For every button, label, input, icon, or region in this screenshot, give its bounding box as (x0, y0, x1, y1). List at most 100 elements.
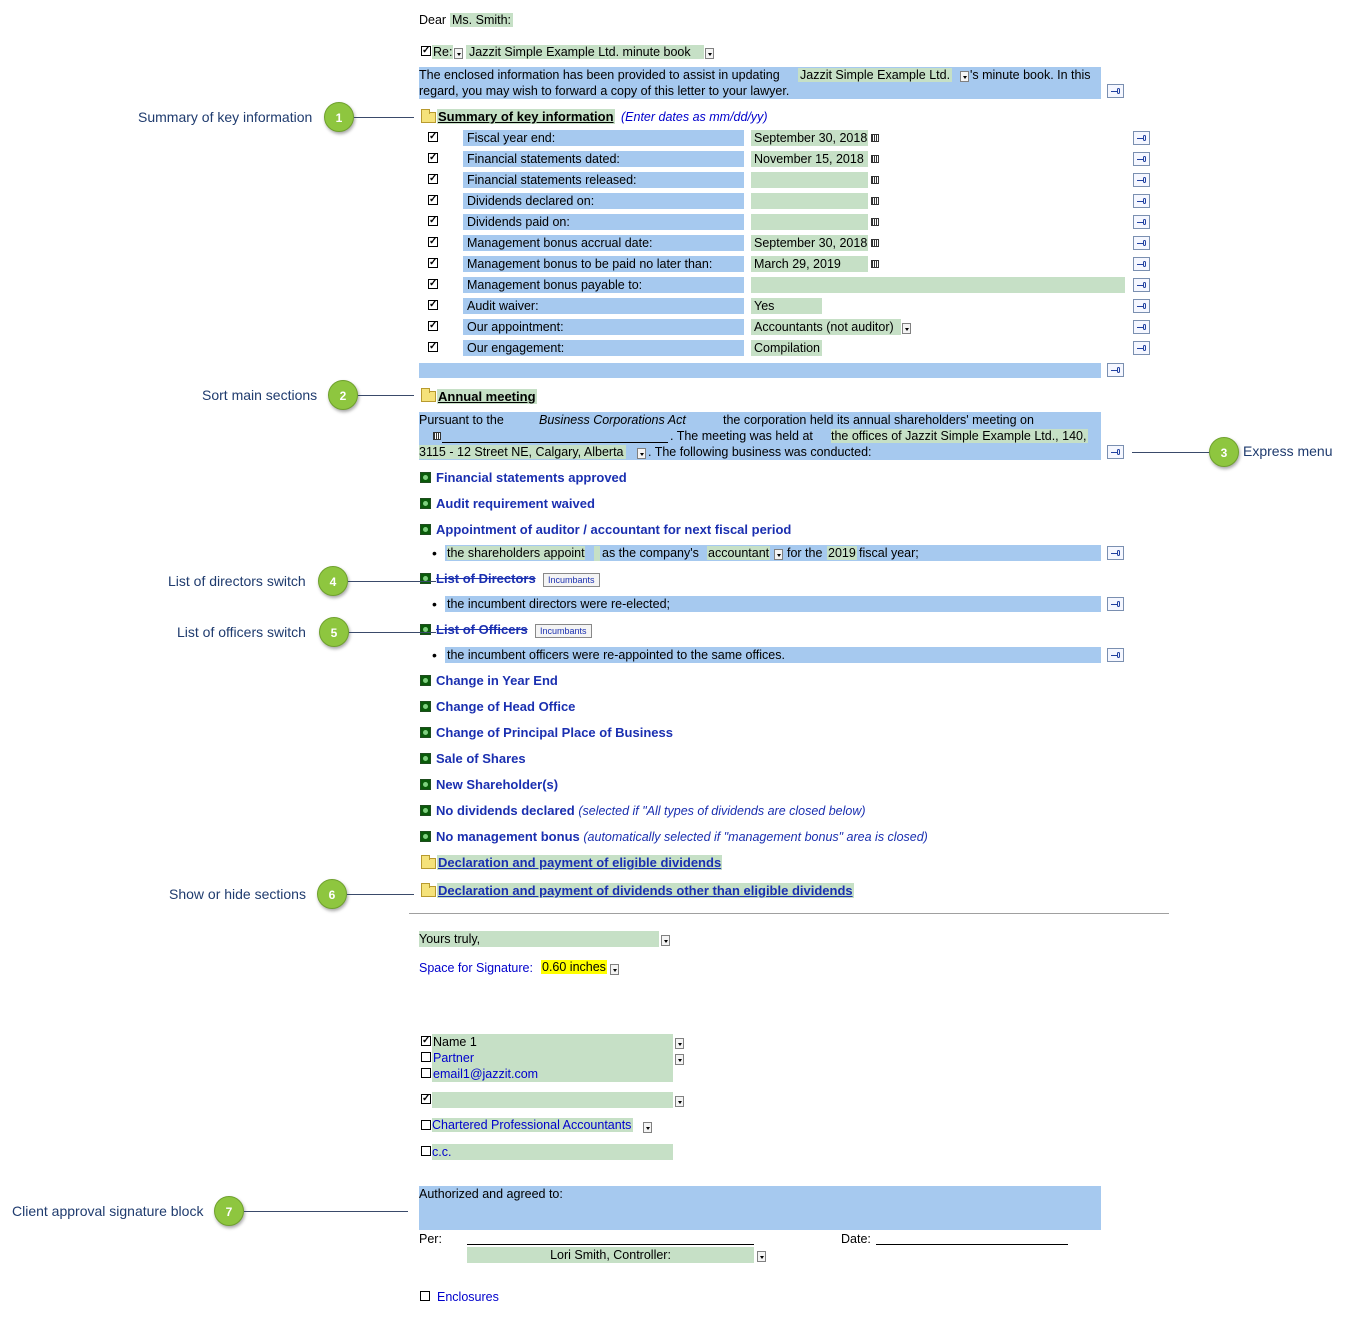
express-menu-icon[interactable] (1133, 194, 1150, 208)
appoint-firm-field[interactable] (594, 546, 600, 561)
extra-field[interactable] (432, 1092, 673, 1108)
firm-checkbox[interactable] (421, 1120, 431, 1130)
folder-icon[interactable] (421, 388, 436, 402)
section-toggle-icon[interactable] (420, 727, 431, 738)
firm-dropdown[interactable] (643, 1120, 652, 1134)
section-other-dividends[interactable]: Declaration and payment of dividends oth… (437, 883, 854, 898)
intro-company-field[interactable]: Jazzit Simple Example Ltd. (798, 68, 953, 82)
section-no-dividends[interactable]: No dividends declared (selected if "All … (436, 803, 866, 818)
express-menu-icon[interactable] (1133, 278, 1150, 292)
section-toggle-icon[interactable] (420, 472, 431, 483)
signature-space-dropdown[interactable] (610, 962, 619, 976)
closing-field[interactable]: Yours truly, (419, 931, 659, 947)
summary-row-value-field[interactable]: March 29, 2019 (751, 256, 868, 272)
email-checkbox[interactable] (421, 1068, 431, 1078)
section-new-shareholder[interactable]: New Shareholder(s) (436, 777, 559, 792)
express-menu-icon[interactable] (1133, 236, 1150, 250)
summary-row-value-field[interactable]: September 30, 2018 (751, 130, 868, 146)
meeting-place-field[interactable]: the offices of Jazzit Simple Example Ltd… (831, 429, 1089, 443)
section-toggle-icon[interactable] (420, 675, 431, 686)
section-toggle-icon[interactable] (420, 701, 431, 712)
signer-email[interactable]: email1@jazzit.com (433, 1067, 539, 1081)
enclosures-checkbox[interactable] (420, 1291, 430, 1301)
enclosures-label[interactable]: Enclosures (437, 1290, 499, 1304)
express-menu-icon[interactable] (1107, 445, 1124, 459)
appoint-role-dropdown[interactable] (774, 547, 783, 561)
summary-row-value-field[interactable]: Yes (751, 298, 822, 314)
folder-icon[interactable] (421, 855, 436, 869)
express-menu-icon[interactable] (1133, 257, 1150, 271)
section-directors[interactable]: List of Directors (436, 571, 536, 586)
officers-incumbants-button[interactable]: Incumbants (535, 624, 592, 638)
express-menu-icon[interactable] (1107, 597, 1124, 611)
summary-row-checkbox[interactable]: ✓ (428, 173, 438, 184)
cc-field[interactable]: c.c. (432, 1144, 673, 1160)
section-officers[interactable]: List of Officers (436, 622, 528, 637)
signer-title[interactable]: Partner (433, 1051, 474, 1065)
section-audit-waived[interactable]: Audit requirement waived (436, 496, 595, 511)
re-value-dropdown[interactable] (705, 46, 714, 60)
express-menu-icon[interactable] (1107, 546, 1124, 560)
summary-row-checkbox[interactable]: ✓ (428, 278, 438, 289)
signature-space-value[interactable]: 0.60 inches (541, 960, 607, 974)
calendar-icon[interactable] (871, 260, 879, 268)
re-value-field[interactable]: Jazzit Simple Example Ltd. minute book (466, 45, 704, 59)
directors-incumbants-button[interactable]: Incumbants (543, 573, 600, 587)
meeting-place-dropdown[interactable] (637, 446, 646, 460)
summary-row-value-field[interactable] (751, 193, 868, 209)
section-toggle-icon[interactable] (420, 753, 431, 764)
summary-row-checkbox[interactable]: ✓ (428, 257, 438, 268)
express-menu-icon[interactable] (1107, 84, 1124, 98)
express-menu-icon[interactable] (1133, 341, 1150, 355)
greeting-name-field[interactable]: Ms. Smith: (450, 13, 514, 27)
summary-row-checkbox[interactable]: ✓ (428, 215, 438, 226)
summary-row-checkbox[interactable]: ✓ (428, 341, 438, 352)
section-fs-approved[interactable]: Financial statements approved (436, 470, 627, 485)
express-menu-icon[interactable] (1133, 152, 1150, 166)
section-toggle-icon[interactable] (420, 831, 431, 842)
express-menu-icon[interactable] (1133, 320, 1150, 334)
calendar-icon[interactable] (871, 197, 879, 205)
express-menu-icon[interactable] (1133, 215, 1150, 229)
re-checkbox[interactable]: ✓ (421, 45, 431, 56)
title-checkbox[interactable] (421, 1052, 431, 1062)
section-eligible-dividends[interactable]: Declaration and payment of eligible divi… (437, 855, 723, 870)
summary-row-value-field[interactable] (751, 277, 1125, 293)
calendar-icon[interactable] (871, 176, 879, 184)
intro-company-dropdown[interactable] (960, 69, 969, 83)
summary-row-checkbox[interactable]: ✓ (428, 236, 438, 247)
appoint-role-field[interactable]: accountant (707, 546, 771, 560)
section-toggle-icon[interactable] (420, 779, 431, 790)
extra-checkbox[interactable]: ✓ (421, 1093, 431, 1104)
section-toggle-icon[interactable] (420, 524, 431, 535)
officers-switch-icon[interactable] (420, 624, 431, 635)
summary-section-title[interactable]: Summary of key information (437, 109, 615, 124)
summary-row-value-field[interactable]: September 30, 2018 (751, 235, 868, 251)
section-head-office[interactable]: Change of Head Office (436, 699, 576, 714)
folder-icon[interactable] (421, 109, 436, 123)
calendar-icon[interactable] (871, 155, 879, 163)
section-sale-shares[interactable]: Sale of Shares (436, 751, 526, 766)
summary-row-checkbox[interactable]: ✓ (428, 320, 438, 331)
section-toggle-icon[interactable] (420, 805, 431, 816)
name-checkbox[interactable]: ✓ (421, 1035, 431, 1046)
summary-row-checkbox[interactable]: ✓ (428, 152, 438, 163)
section-year-end[interactable]: Change in Year End (436, 673, 558, 688)
express-menu-icon[interactable] (1107, 363, 1124, 377)
calendar-icon[interactable] (871, 239, 879, 247)
express-menu-icon[interactable] (1133, 131, 1150, 145)
express-menu-icon[interactable] (1133, 173, 1150, 187)
annual-meeting-title[interactable]: Annual meeting (437, 389, 537, 404)
summary-row-checkbox[interactable]: ✓ (428, 299, 438, 310)
approval-signer-dropdown[interactable] (757, 1249, 766, 1263)
section-principal-place[interactable]: Change of Principal Place of Business (436, 725, 673, 740)
summary-row-value-field[interactable] (751, 172, 868, 188)
closing-dropdown[interactable] (661, 933, 670, 947)
cc-checkbox[interactable] (421, 1146, 431, 1156)
express-menu-icon[interactable] (1133, 299, 1150, 313)
appointment-dropdown[interactable] (902, 321, 911, 335)
calendar-icon[interactable] (871, 134, 879, 142)
calendar-icon[interactable] (871, 218, 879, 226)
summary-row-checkbox[interactable]: ✓ (428, 131, 438, 142)
summary-row-value-field[interactable]: November 15, 2018 (751, 151, 868, 167)
